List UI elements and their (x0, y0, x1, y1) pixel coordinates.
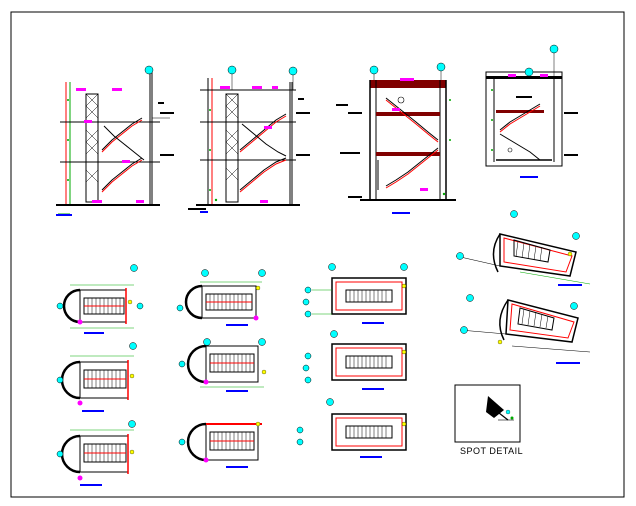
round-stair-plan-col2-row1 (176, 269, 266, 326)
stair-section-3 (336, 62, 456, 214)
spot-detail-label: SPOT DETAIL (460, 446, 524, 456)
round-stair-plan-col2-row3 (178, 421, 262, 468)
round-stair-plan-col1-row1 (56, 264, 144, 334)
rect-stair-plan-row2 (302, 330, 407, 390)
spot-detail (454, 384, 521, 443)
angled-stair-plan-2 (459, 294, 591, 364)
angled-stair-plan-1 (455, 210, 591, 286)
round-stair-plan-col1-row3 (56, 420, 136, 486)
stair-section-4 (485, 44, 578, 178)
round-stair-plan-col2-row2 (178, 338, 267, 392)
rect-stair-plan-row3 (296, 398, 407, 458)
stair-section-2 (188, 65, 310, 213)
sheet-border (10, 11, 625, 498)
round-stair-plan-col1-row2 (56, 342, 137, 412)
rect-stair-plan-row1 (302, 263, 408, 324)
stair-section-1 (56, 65, 174, 216)
